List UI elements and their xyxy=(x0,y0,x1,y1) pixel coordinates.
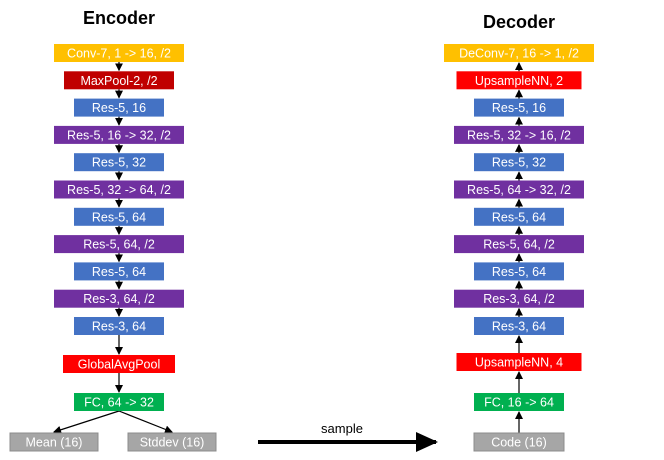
enc-globalavgpool-label: GlobalAvgPool xyxy=(78,358,160,372)
dec-fc: FC, 16 -> 64 xyxy=(474,393,564,411)
enc-res-1-label: Res-5, 16 xyxy=(92,101,146,115)
enc-res-2-box xyxy=(74,153,164,172)
enc-res-down-1-label: Res-5, 16 -> 32, /2 xyxy=(67,128,171,142)
enc-res-down-3-box xyxy=(54,235,184,254)
enc-maxpool-box xyxy=(64,71,174,90)
dec-res-2: Res-5, 32 xyxy=(474,153,564,172)
dec-res-3-box xyxy=(474,207,564,226)
dec-res-up-2-box xyxy=(454,180,584,199)
enc-res-3-label: Res-5, 64 xyxy=(92,210,146,224)
dec-fc-label: FC, 16 -> 64 xyxy=(484,396,554,410)
dec-res-up-2: Res-5, 64 -> 32, /2 xyxy=(454,180,584,199)
encoder-output-arrow-1 xyxy=(53,410,120,434)
dec-res-1-box xyxy=(474,98,564,117)
enc-conv-label: Conv-7, 1 -> 16, /2 xyxy=(67,47,171,61)
enc-res-3: Res-5, 64 xyxy=(74,207,164,226)
enc-mean-box xyxy=(9,432,99,452)
dec-code-box xyxy=(473,432,565,452)
dec-res-up-4-box xyxy=(454,289,584,308)
enc-maxpool-label: MaxPool-2, /2 xyxy=(80,74,157,88)
enc-globalavgpool: GlobalAvgPool xyxy=(63,355,175,373)
dec-res-5: Res-3, 64 xyxy=(474,317,564,335)
dec-upsample-2-box xyxy=(456,353,582,371)
dec-res-4: Res-5, 64 xyxy=(474,262,564,281)
enc-conv-box xyxy=(54,44,184,62)
dec-res-5-label: Res-3, 64 xyxy=(492,320,546,334)
enc-stddev-label: Stddev (16) xyxy=(140,436,205,450)
dec-code-label: Code (16) xyxy=(491,436,547,450)
enc-fc-label: FC, 64 -> 32 xyxy=(84,396,154,410)
enc-res-5-label: Res-3, 64 xyxy=(92,320,146,334)
decoder-title: Decoder xyxy=(483,12,555,32)
dec-upsample-1: UpsampleNN, 2 xyxy=(456,71,582,90)
dec-res-2-box xyxy=(474,153,564,172)
enc-fc: FC, 64 -> 32 xyxy=(74,393,164,411)
enc-res-2-label: Res-5, 32 xyxy=(92,156,146,170)
sample-label: sample xyxy=(321,421,363,436)
enc-res-1: Res-5, 16 xyxy=(74,98,164,117)
enc-maxpool: MaxPool-2, /2 xyxy=(64,71,174,90)
dec-deconv-box xyxy=(444,44,594,62)
enc-res-down-4: Res-3, 64, /2 xyxy=(54,289,184,308)
enc-res-2: Res-5, 32 xyxy=(74,153,164,172)
dec-res-2-label: Res-5, 32 xyxy=(492,156,546,170)
dec-code: Code (16) xyxy=(473,432,565,452)
dec-res-4-label: Res-5, 64 xyxy=(492,265,546,279)
enc-res-down-4-label: Res-3, 64, /2 xyxy=(83,292,155,306)
dec-res-3: Res-5, 64 xyxy=(474,207,564,226)
dec-upsample-1-label: UpsampleNN, 2 xyxy=(475,74,563,88)
enc-res-down-2: Res-5, 32 -> 64, /2 xyxy=(54,180,184,199)
dec-res-up-4: Res-3, 64, /2 xyxy=(454,289,584,308)
enc-stddev-box xyxy=(127,432,217,452)
edges-layer xyxy=(53,62,523,434)
enc-res-4-box xyxy=(74,262,164,281)
dec-res-up-4-label: Res-3, 64, /2 xyxy=(483,292,555,306)
enc-res-down-2-label: Res-5, 32 -> 64, /2 xyxy=(67,183,171,197)
dec-deconv: DeConv-7, 16 -> 1, /2 xyxy=(444,44,594,62)
dec-res-up-3-box xyxy=(454,235,584,254)
enc-res-down-2-box xyxy=(54,180,184,199)
dec-upsample-2-label: UpsampleNN, 4 xyxy=(475,356,563,370)
nodes-layer: Conv-7, 1 -> 16, /2 MaxPool-2, /2 Res-5, 1… xyxy=(9,44,594,452)
enc-res-down-3: Res-5, 64, /2 xyxy=(54,235,184,254)
enc-res-4: Res-5, 64 xyxy=(74,262,164,281)
enc-res-down-4-box xyxy=(54,289,184,308)
enc-mean: Mean (16) xyxy=(9,432,99,452)
dec-res-5-box xyxy=(474,317,564,335)
encoder-output-arrow-2 xyxy=(118,410,173,434)
enc-res-down-1: Res-5, 16 -> 32, /2 xyxy=(54,125,184,144)
enc-res-down-1-box xyxy=(54,125,184,144)
dec-res-up-2-label: Res-5, 64 -> 32, /2 xyxy=(467,183,571,197)
dec-upsample-2: UpsampleNN, 4 xyxy=(456,353,582,371)
encoder-title: Encoder xyxy=(83,8,155,28)
dec-res-up-1-box xyxy=(454,125,584,144)
dec-res-1: Res-5, 16 xyxy=(474,98,564,117)
dec-res-3-label: Res-5, 64 xyxy=(492,210,546,224)
dec-res-up-3: Res-5, 64, /2 xyxy=(454,235,584,254)
enc-conv: Conv-7, 1 -> 16, /2 xyxy=(54,44,184,62)
dec-res-up-3-label: Res-5, 64, /2 xyxy=(483,238,555,252)
dec-res-4-box xyxy=(474,262,564,281)
enc-stddev: Stddev (16) xyxy=(127,432,217,452)
enc-res-1-box xyxy=(74,98,164,117)
dec-deconv-label: DeConv-7, 16 -> 1, /2 xyxy=(459,47,579,61)
enc-res-down-3-label: Res-5, 64, /2 xyxy=(83,238,155,252)
dec-res-up-1-label: Res-5, 32 -> 16, /2 xyxy=(467,128,571,142)
enc-mean-label: Mean (16) xyxy=(26,436,83,450)
enc-fc-box xyxy=(74,393,164,411)
enc-res-4-label: Res-5, 64 xyxy=(92,265,146,279)
enc-res-5: Res-3, 64 xyxy=(74,317,164,335)
dec-fc-box xyxy=(474,393,564,411)
enc-res-5-box xyxy=(74,317,164,335)
dec-res-1-label: Res-5, 16 xyxy=(492,101,546,115)
enc-globalavgpool-box xyxy=(63,355,175,373)
dec-res-up-1: Res-5, 32 -> 16, /2 xyxy=(454,125,584,144)
dec-upsample-1-box xyxy=(456,71,582,90)
enc-res-3-box xyxy=(74,207,164,226)
